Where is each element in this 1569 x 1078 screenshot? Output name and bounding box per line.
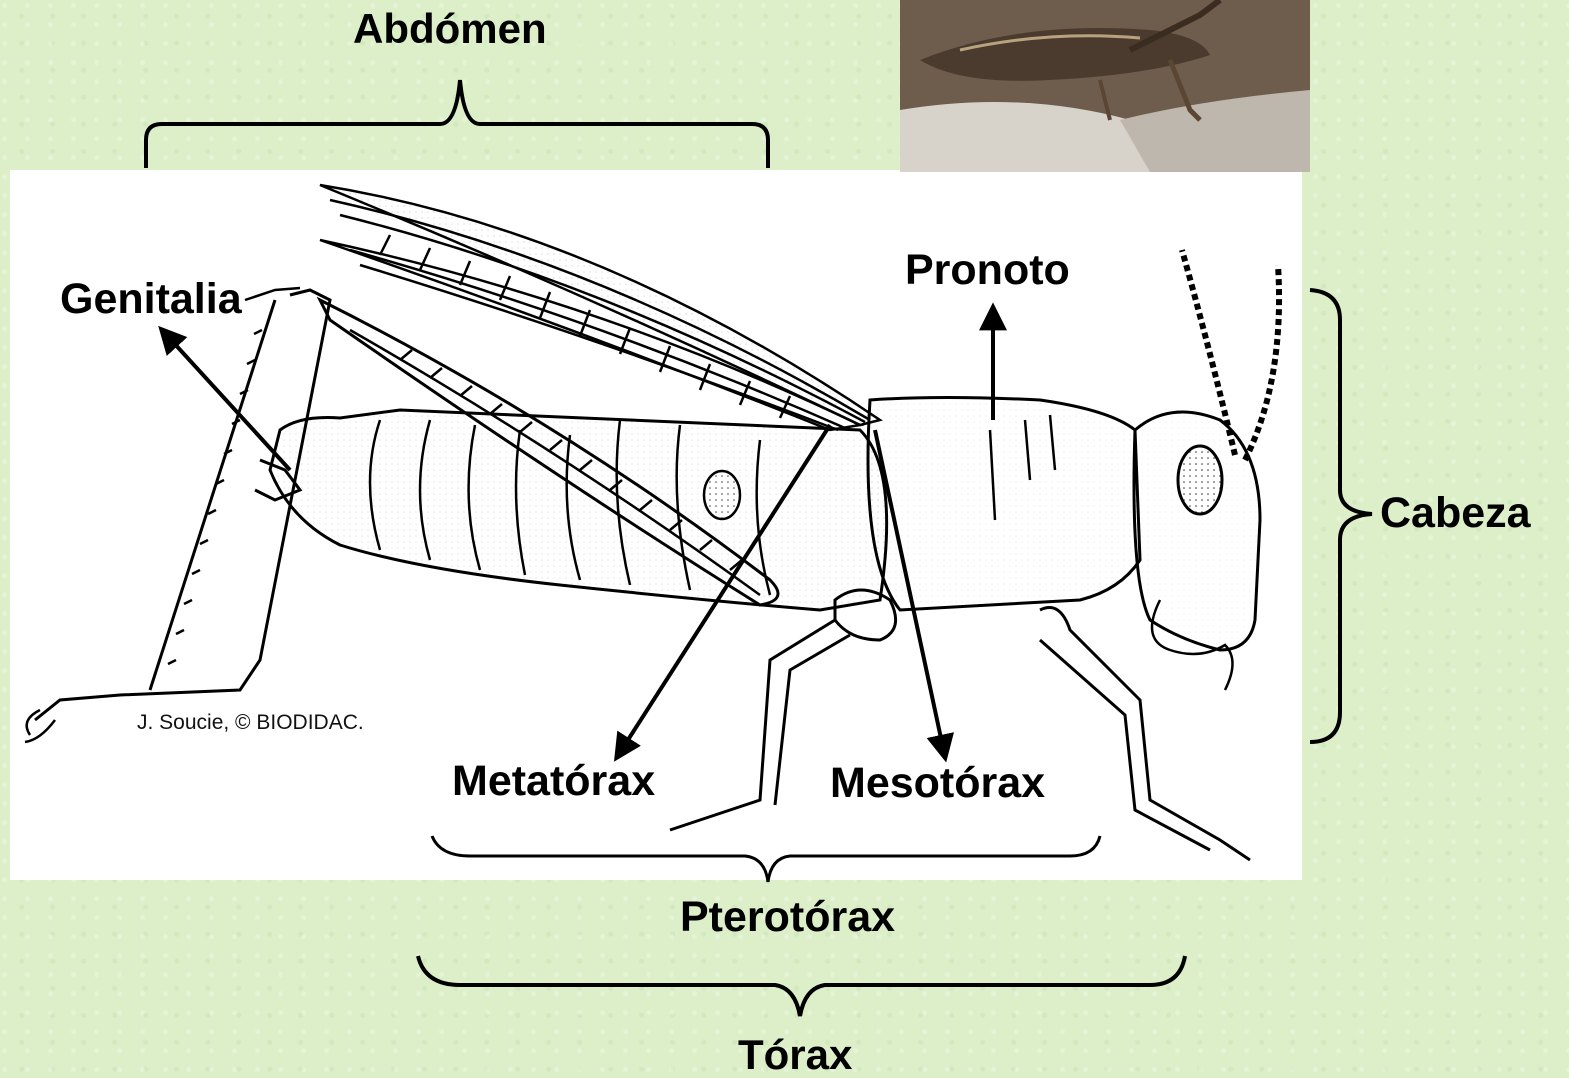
label-torax: Tórax [738, 1034, 852, 1076]
torax-bracket [418, 956, 1185, 1016]
image-credit: J. Soucie, © BIODIDAC. [137, 711, 364, 735]
label-mesotorax: Mesotórax [830, 762, 1045, 805]
label-metatorax: Metatórax [452, 760, 655, 803]
label-pterotorax: Pterotórax [680, 896, 895, 939]
label-cabeza: Cabeza [1380, 492, 1531, 535]
label-pronoto: Pronoto [905, 249, 1070, 292]
abdomen-bracket [146, 80, 768, 168]
label-genitalia: Genitalia [60, 278, 242, 321]
cabeza-bracket [1310, 290, 1372, 742]
pterotorax-bracket [432, 836, 1100, 882]
label-abdomen: Abdómen [353, 8, 547, 50]
